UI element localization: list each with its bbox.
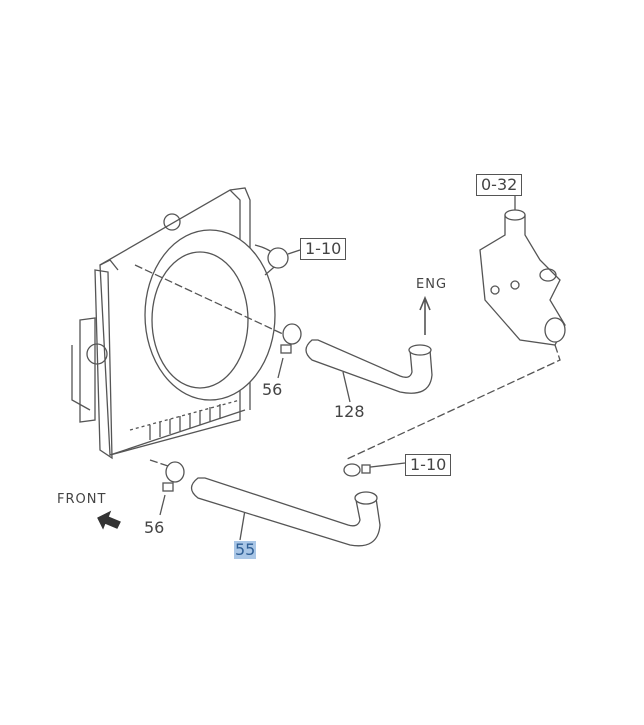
callout-part-56-lower[interactable]: 56 [144,518,165,537]
thermostat-housing [479,196,566,346]
callout-ref-0-32[interactable]: 0-32 [476,174,523,196]
hose-clamp-lower [162,461,185,492]
callout-part-56-upper[interactable]: 56 [262,380,283,399]
front-arrow-icon [97,510,121,530]
leader-line [287,249,301,255]
leader-line [159,494,166,516]
callout-ref-1-10-top[interactable]: 1-10 [300,238,347,260]
leader-line [239,509,246,541]
front-label: FRONT [57,492,107,507]
hose-clamp-upper [280,323,302,354]
fan-shroud [144,229,289,401]
leader-line [134,264,286,336]
hose-clamp-right [343,463,371,477]
callout-part-128[interactable]: 128 [334,402,365,421]
lower-hose [190,477,381,547]
eng-label: ENG [416,277,448,292]
leader-line [277,357,284,379]
leader-line [342,371,351,403]
callout-part-55-selected[interactable]: 55 [234,540,257,559]
upper-hose [305,339,433,394]
eng-arrow [419,295,431,335]
callout-ref-1-10-bottom[interactable]: 1-10 [405,454,452,476]
leader-line [344,344,561,461]
